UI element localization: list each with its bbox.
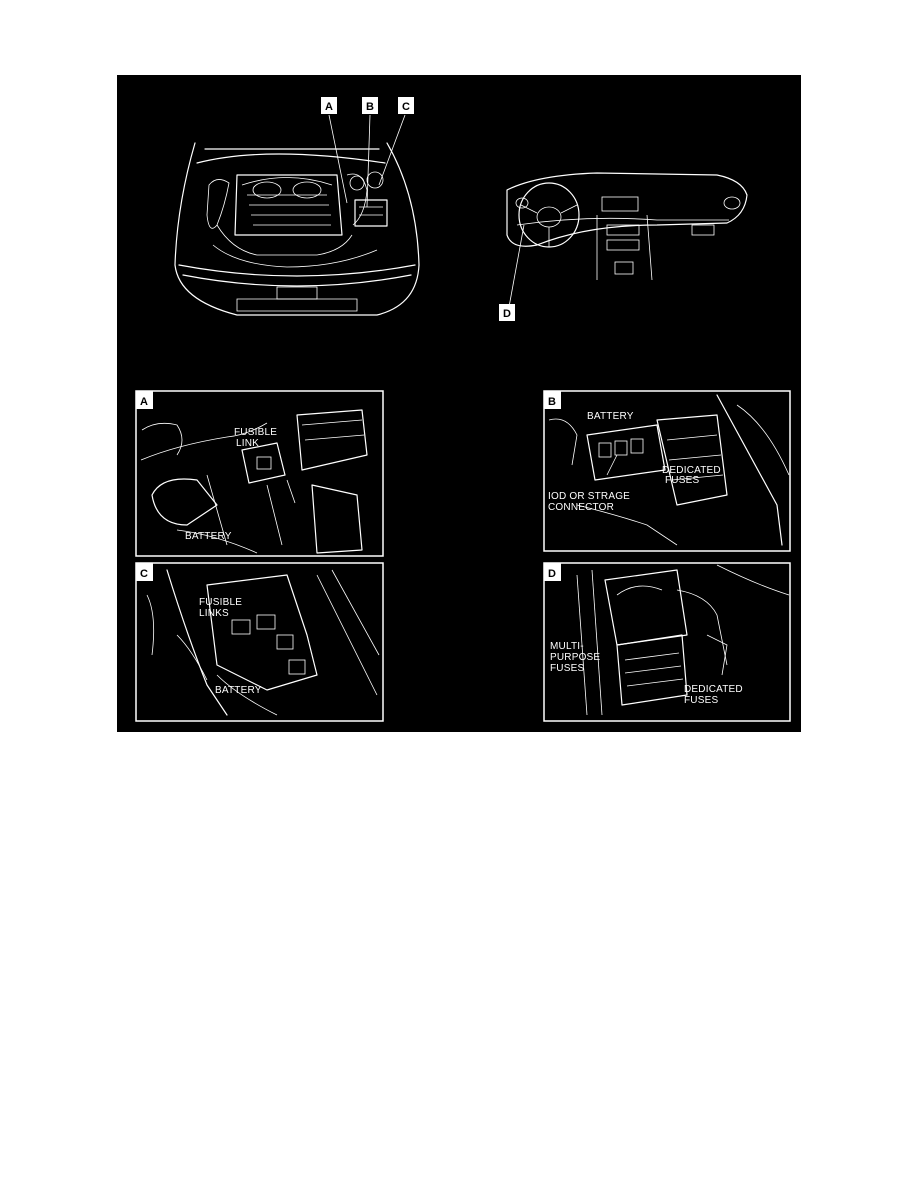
svg-text:CONNECTOR: CONNECTOR <box>548 502 614 513</box>
fuse-location-diagram: A B C D A <box>135 97 791 722</box>
svg-text:DEDICATED: DEDICATED <box>662 465 721 476</box>
svg-text:BATTERY: BATTERY <box>185 531 232 542</box>
engine-compartment-illustration <box>174 114 420 316</box>
svg-text:A: A <box>325 101 333 113</box>
svg-text:BATTERY: BATTERY <box>215 685 262 696</box>
detail-d: D MULTI- PURPOSE FUSES DEDICATED FUSES <box>543 562 791 722</box>
svg-text:D: D <box>503 308 511 320</box>
svg-text:DEDICATED: DEDICATED <box>684 684 743 695</box>
dashboard-illustration <box>506 172 748 308</box>
detail-c: C FUSIBLE LINKS BATTERY <box>135 562 384 722</box>
svg-text:FUSIBLE: FUSIBLE <box>234 427 277 438</box>
svg-text:PURPOSE: PURPOSE <box>550 652 600 663</box>
svg-text:BATTERY: BATTERY <box>587 411 634 422</box>
svg-text:FUSIBLE: FUSIBLE <box>199 597 242 608</box>
svg-text:MULTI-: MULTI- <box>550 641 584 652</box>
overview-tag-b: B <box>362 97 378 114</box>
svg-text:FUSES: FUSES <box>550 663 584 674</box>
detail-b: B BATTERY DEDICATED FUSES IOD OR STRAGE … <box>543 390 791 552</box>
svg-text:B: B <box>548 396 556 408</box>
svg-text:C: C <box>402 101 410 113</box>
overview-tag-a: A <box>321 97 337 114</box>
detail-a: A FUSIBLE LINK BATTERY <box>135 390 384 557</box>
diagram-panel: A B C D A <box>117 75 801 732</box>
svg-text:IOD OR STRAGE: IOD OR STRAGE <box>548 491 630 502</box>
svg-text:FUSES: FUSES <box>665 475 699 486</box>
svg-text:FUSES: FUSES <box>684 695 718 706</box>
svg-text:B: B <box>366 101 374 113</box>
svg-text:LINKS: LINKS <box>199 608 229 619</box>
svg-text:C: C <box>140 568 148 580</box>
overview-tag-d: D <box>499 304 515 321</box>
svg-text:LINK: LINK <box>236 438 259 449</box>
overview-tag-c: C <box>398 97 414 114</box>
svg-text:A: A <box>140 396 148 408</box>
svg-text:D: D <box>548 568 556 580</box>
